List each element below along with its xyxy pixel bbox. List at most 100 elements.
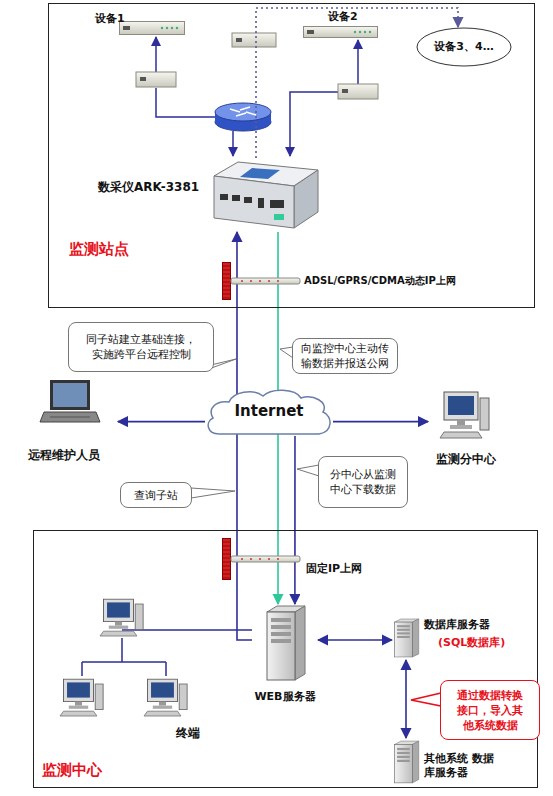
laptop-lid [50, 380, 90, 410]
drive-slot [271, 639, 291, 643]
pc-tower [179, 684, 187, 710]
pc-tower [480, 398, 489, 430]
keyboard-line [50, 417, 90, 418]
device-led [354, 31, 356, 33]
node-label: 数采仪ARK-3381 [98, 180, 199, 194]
brick-line [223, 282, 230, 283]
drive-slot [271, 632, 291, 636]
gateway-led [250, 558, 252, 560]
callout-pointer [297, 465, 319, 476]
port [244, 197, 252, 203]
internet-cloud: Internet [205, 388, 333, 436]
database-server: 数据库服务器(SQL数据库) [392, 616, 532, 660]
gateway-bar [231, 556, 300, 562]
callout-text: 查询子站 [126, 488, 186, 503]
node-label: 终端 [176, 726, 200, 740]
router-symbol [215, 103, 271, 121]
box-front [214, 176, 294, 228]
pc-tower [135, 604, 143, 630]
device-node: 设备2 [300, 10, 380, 40]
tower-icon [392, 618, 420, 658]
pc-tower [95, 684, 103, 710]
connector [118, 421, 205, 423]
gateway-led [250, 280, 252, 282]
drive-slot [397, 629, 410, 631]
brick-line [223, 286, 230, 287]
device-led [364, 31, 366, 33]
brick-line [223, 542, 230, 543]
port [232, 195, 240, 201]
monitor-screen [67, 682, 90, 697]
brick-line [223, 298, 230, 299]
brick-line [223, 558, 230, 559]
device-ellipse: 设备3、4… [416, 27, 512, 67]
network-device [232, 33, 276, 47]
brick-line [223, 574, 230, 575]
bar-icon [119, 21, 185, 35]
device-detail [236, 38, 242, 42]
gateway-led [268, 280, 270, 282]
monitor-frame [64, 679, 94, 701]
gateway-led [241, 558, 243, 560]
device-detail [342, 89, 348, 93]
gateway-led [277, 558, 279, 560]
brick-line [223, 546, 230, 547]
device-led [369, 31, 371, 33]
brick-line [223, 578, 230, 579]
brick-line [223, 290, 230, 291]
gateway-led [241, 280, 243, 282]
firewall-icon [222, 262, 302, 300]
brick-line [223, 294, 230, 295]
device-led [359, 31, 361, 33]
tower-front [267, 612, 295, 680]
node-label: 监测分中心 [436, 452, 496, 466]
bar-icon [303, 26, 378, 38]
converter-box [136, 72, 176, 87]
drive-slot [397, 625, 410, 627]
laptop-node: 远程维护人员 [18, 378, 118, 466]
computer-node: 监测分中心 [428, 388, 524, 470]
brick-line [223, 566, 230, 567]
network-wire [156, 88, 215, 117]
drive-slot [397, 748, 410, 750]
firewall-wall [223, 539, 231, 580]
connector [256, 8, 458, 158]
brick-line [223, 266, 230, 267]
node-label: ADSL/GPRS/CDMA动态IP上网 [304, 274, 456, 288]
keyboard [144, 711, 181, 716]
node-label: WEB服务器 [252, 690, 318, 704]
terminal-computer [144, 679, 187, 716]
device-led [171, 27, 173, 29]
network-wire [357, 40, 359, 84]
firewall-icon [222, 538, 302, 580]
monitor-stand [75, 702, 82, 706]
callout-box: 向监控中心主动传输数据并报送公网 [292, 338, 398, 374]
device-detail [123, 26, 130, 30]
tower-side [412, 619, 418, 657]
laptop-icon [40, 378, 100, 428]
box-side [294, 170, 318, 228]
network-wire [155, 37, 157, 72]
gateway-led [259, 280, 261, 282]
laptop-base [40, 412, 100, 422]
brick-line [223, 274, 230, 275]
brick-line [223, 278, 230, 279]
connector [274, 214, 284, 220]
device-detail [140, 77, 146, 81]
device-node: 设备1 [95, 12, 187, 40]
tower-front [395, 622, 413, 657]
connector [294, 436, 296, 604]
connector [318, 639, 392, 641]
callout-text: 同子站建立基础连接，实施跨平台远程控制 [85, 332, 197, 362]
router-arrows [230, 107, 256, 116]
brand-strip [240, 168, 280, 179]
node-label: 远程维护人员 [28, 448, 100, 462]
monitor-screen [151, 682, 174, 697]
brick-line [223, 550, 230, 551]
brick-line [223, 554, 230, 555]
device-led [161, 27, 163, 29]
monitor-frame [444, 392, 478, 420]
connector [333, 421, 428, 423]
diagram-part [440, 392, 489, 438]
